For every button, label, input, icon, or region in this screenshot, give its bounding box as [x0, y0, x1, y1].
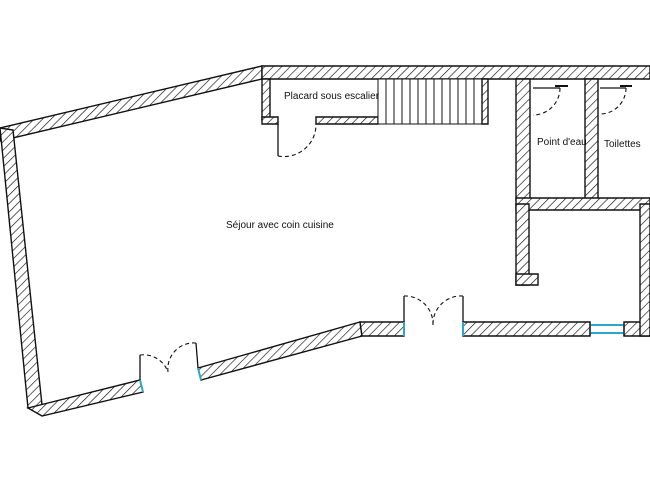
north-west-wall — [0, 65, 263, 142]
lower-room-stub-wall — [515, 273, 539, 286]
south-wall-segment-3 — [359, 321, 405, 337]
south-west-wall — [26, 379, 144, 417]
closet-door[interactable] — [277, 123, 317, 158]
west-wall — [0, 127, 43, 409]
lower-room-east-wall — [639, 203, 650, 337]
north-wall — [261, 65, 650, 80]
south-wall-segment-4 — [462, 321, 591, 337]
sejour-label: Séjour avec coin cuisine — [226, 220, 334, 231]
closet-south-wall-2 — [315, 116, 379, 125]
lower-room-west-wall — [515, 203, 530, 286]
wc-bottom-wall — [515, 197, 650, 211]
window-south-east — [589, 322, 625, 336]
point-eau-west-wall — [515, 78, 531, 201]
double-door-south-center[interactable] — [403, 295, 464, 336]
double-door-south-west[interactable] — [139, 342, 202, 393]
south-wall-segment-2 — [197, 321, 363, 381]
staircase — [377, 78, 483, 125]
toilettes-door[interactable] — [599, 85, 632, 115]
point-eau-label: Point d'eau — [537, 137, 587, 148]
toilettes-label: Toilettes — [604, 139, 641, 150]
closet-south-wall — [261, 116, 279, 125]
stair-east-wall — [481, 78, 489, 125]
closet-west-wall — [261, 78, 271, 121]
point-eau-door[interactable] — [532, 85, 568, 116]
placard-label: Placard sous escalier — [284, 91, 380, 102]
partition-wall — [584, 78, 599, 201]
